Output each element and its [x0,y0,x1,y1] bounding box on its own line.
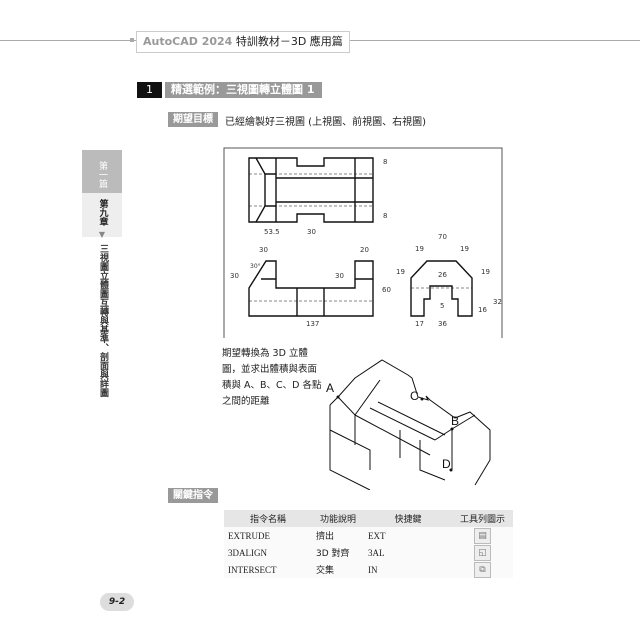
header-marker [130,38,134,42]
dim-label: 19 [396,268,405,276]
dim-label: 53.5 [264,228,280,236]
sidebar-chapter: 第九章 ▼ [82,193,122,239]
column-header: 快捷鍵 [364,510,453,527]
dim-label: 30 [259,246,268,254]
dim-label: 70 [438,233,447,241]
dim-label: 30 [307,228,316,236]
command-desc: 3D 對齊 [312,544,365,561]
dim-label: 8 [383,158,387,166]
running-header: AutoCAD 2024 特訓教材－3D 應用篇 [136,31,350,53]
dim-label: 30° [250,263,261,270]
right-view [410,260,473,317]
dim-label: 19 [481,268,490,276]
dim-label: 5 [440,302,444,310]
command-key: EXT [364,527,453,544]
dim-label: 17 [415,320,424,328]
column-header: 工具列圖示 [452,510,514,527]
column-header: 功能說明 [312,510,365,527]
drawing-frame [223,147,503,338]
table-row: INTERSECT 交集 IN ⧉ [224,561,514,578]
isometric-view: A B C D [326,359,491,490]
triangle-down-icon: ▼ [98,230,106,239]
commands-tag: 關鍵指令 [168,488,218,503]
command-desc: 交集 [312,561,365,578]
dim-label: 60 [382,286,391,294]
table-row: 3DALIGN 3D 對齊 3AL ◱ [224,544,514,561]
3dalign-icon: ◱ [474,544,492,561]
section-number: 1 [137,82,162,98]
dim-label: 26 [438,271,447,279]
point-c-label: C [410,389,419,403]
intersect-icon: ⧉ [474,561,492,578]
description-text: 期望轉換為 3D 立體圖，並求出體積與表面積與 A、B、C、D 各點之間的距離 [222,348,322,407]
dim-label: 19 [460,245,469,253]
sidebar-chapter-title: 三視圖立體圖互轉與基準、剖面與詳圖 [98,244,108,397]
three-view-drawing: 8 8 53.5 30 30 20 30 30° 30 60 137 70 19… [223,147,503,338]
dim-label: 36 [438,320,447,328]
dim-label: 16 [478,306,487,314]
header-brand: AutoCAD 2024 [143,35,233,48]
extrude-icon: ▤ [474,527,492,544]
command-desc: 擠出 [312,527,365,544]
dim-label: 20 [360,246,369,254]
point-a-label: A [326,381,334,395]
table-row: EXTRUDE 擠出 EXT ▤ [224,527,514,544]
goal-tag: 期望目標 [168,112,218,127]
dimension-labels: 8 8 53.5 30 30 20 30 30° 30 60 137 70 19… [230,158,502,328]
iso-outline [329,359,491,490]
top-view [248,157,374,223]
point-b-label: B [451,414,459,428]
dim-label: 137 [306,320,319,328]
dim-label: 32 [493,298,502,306]
header-title: 特訓教材－3D 應用篇 [232,35,343,48]
command-name: EXTRUDE [224,527,312,544]
dim-label: 30 [230,272,239,280]
chapter-label: 第九章 [97,198,108,226]
table-header-row: 指令名稱 功能說明 快捷鍵 工具列圖示 [224,510,514,527]
column-header: 指令名稱 [224,510,312,527]
page-number: 9-2 [100,593,134,611]
command-name: 3DALIGN [224,544,312,561]
iso-edges [337,379,476,481]
dim-label: 8 [383,212,387,220]
command-key: 3AL [364,544,453,561]
section-title: 精選範例：三視圖轉立體圖 1 [165,82,322,98]
goal-text: 已經繪製好三視圖 (上視圖、前視圖、右視圖) [225,117,426,128]
front-view [248,260,374,317]
command-name: INTERSECT [224,561,312,578]
commands-table: 指令名稱 功能說明 快捷鍵 工具列圖示 EXTRUDE 擠出 EXT ▤ 3DA… [224,510,514,578]
sidebar-part: 第一篇 [82,150,122,193]
dim-label: 19 [415,245,424,253]
command-key: IN [364,561,453,578]
dim-label: 30 [335,272,344,280]
point-d-label: D [442,457,451,471]
